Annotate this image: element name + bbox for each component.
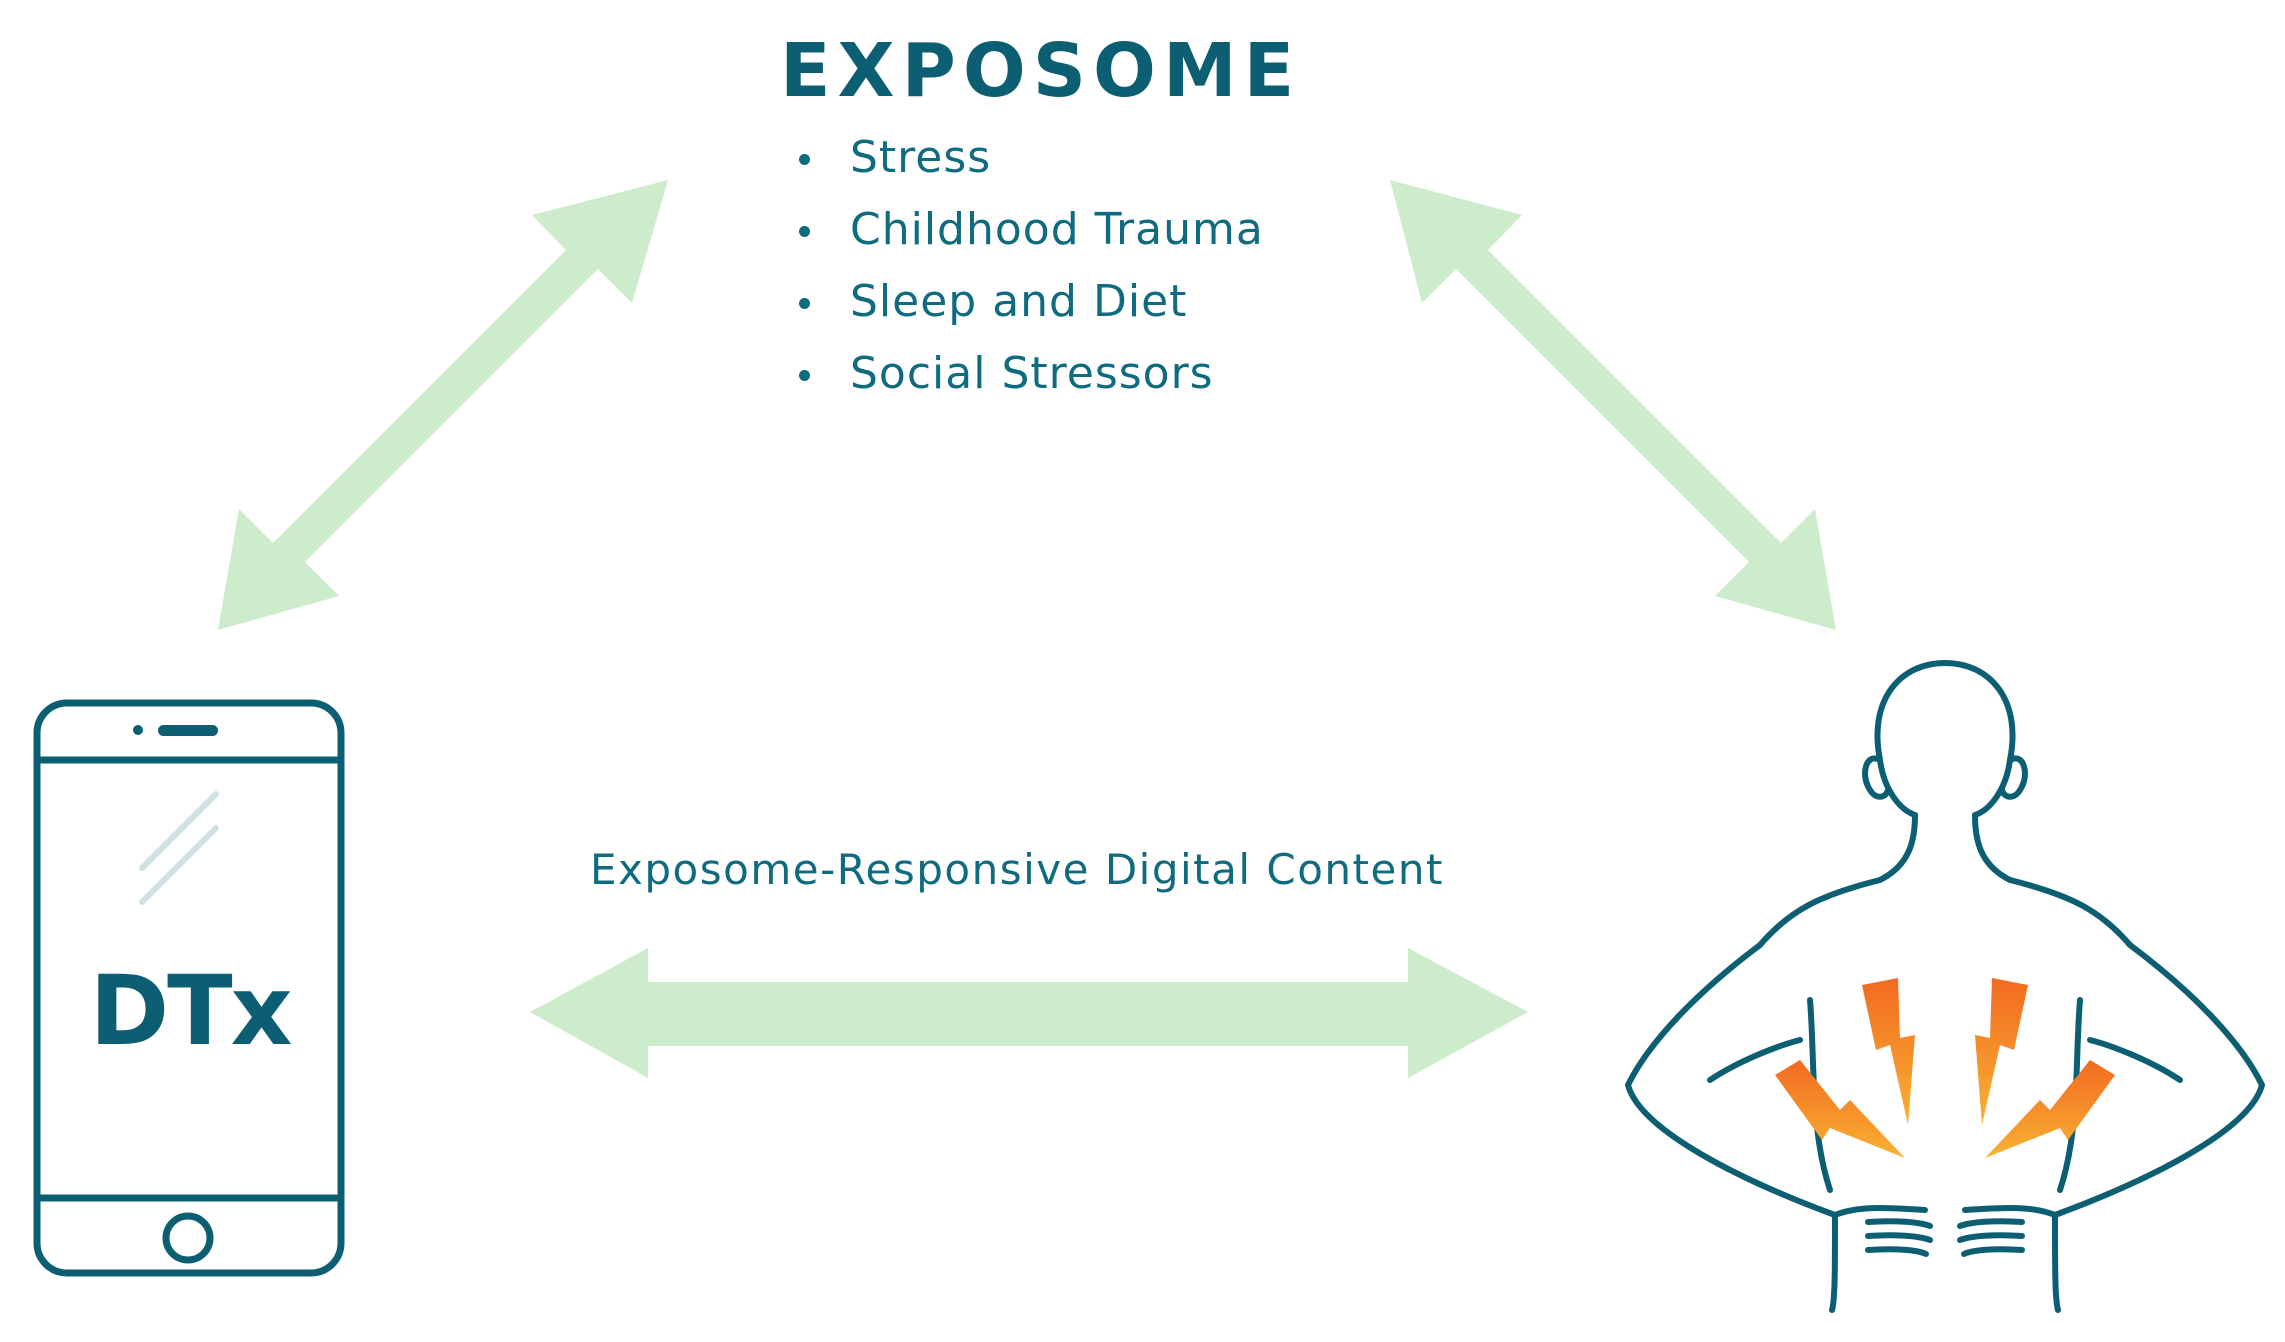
- pain-bolts-icon: [1775, 978, 2115, 1158]
- exposome-factor-list: Stress Childhood Trauma Sleep and Diet S…: [795, 122, 1264, 410]
- exposome-factor-item: Childhood Trauma: [795, 194, 1264, 266]
- exposome-factor-item: Sleep and Diet: [795, 266, 1264, 338]
- exposome-title: EXPOSOME: [780, 28, 1302, 114]
- exposome-factor-item: Social Stressors: [795, 338, 1264, 410]
- dtx-label: DTx: [89, 955, 292, 1067]
- person-back-pain-icon: [1625, 660, 2265, 1313]
- double-arrow-icon-dtx-person: [530, 948, 1528, 1078]
- exposome-factor-item: Stress: [795, 122, 1264, 194]
- smartphone-icon: [33, 699, 345, 1277]
- double-arrow-icon-dtx-exposome: [218, 180, 668, 630]
- link-label: Exposome-Responsive Digital Content: [590, 845, 1444, 894]
- double-arrow-icon-exposome-person: [1390, 180, 1836, 630]
